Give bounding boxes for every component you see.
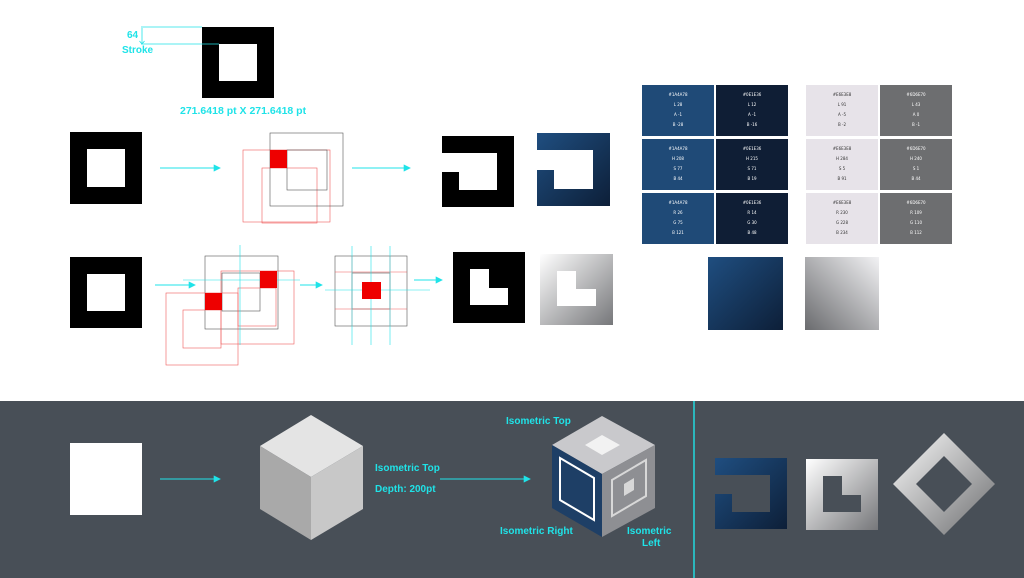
swatch-l2: A -5 [838,112,846,117]
color-swatch: #E6E3E8 H 284 S 5 B 91 [806,139,878,190]
swatch-l1: H 208 [672,156,684,161]
swatch-l3: B 48 [747,230,757,235]
row1-black-mark [442,136,514,207]
swatch-l2: G 110 [909,220,922,225]
swatch-l3: B -1 [911,122,920,127]
gray-cube [260,415,363,540]
iso-top-label-cube: Isometric Top [506,416,571,427]
color-swatch: #6D6E70 R 109 G 110 B 112 [880,193,952,244]
color-swatch: #1A4A78 H 208 S 77 B 44 [642,139,714,190]
iso-right-label: Isometric Right [500,526,573,537]
swatch-hex: #E6E3E8 [832,200,852,205]
swatch-l2: G 228 [835,220,848,225]
logo-cube [552,416,655,537]
swatch-hex: #E6E3E8 [832,146,852,151]
row2-red-center [362,282,381,299]
swatch-l3: B -16 [746,122,758,127]
iso-left-label-1: Isometric [627,526,672,537]
swatch-l2: S 5 [838,166,846,171]
color-swatch: #0E1E36 H 215 S 71 B 19 [716,139,788,190]
row2-guide-squares [165,245,300,366]
swatch-l3: B 91 [837,176,847,181]
swatch-l1: H 284 [836,156,848,161]
final-gray-mark [806,459,878,530]
stroke-label: Stroke [122,45,154,56]
dimensions-label: 271.6418 pt X 271.6418 pt [180,105,307,117]
color-swatch: #1A4A78 L 28 A -1 B -28 [642,85,714,136]
color-swatch: #0E1E36 R 14 G 30 B 48 [716,193,788,244]
swatch-hex: #6D6E70 [906,92,926,97]
navy-gradient-swatch [708,257,783,330]
swatch-l3: B -28 [672,122,684,127]
row2-gray-mark [540,254,613,325]
swatch-l2: S 71 [747,166,757,171]
row2-source-square [70,257,142,328]
color-swatch: #6D6E70 L 43 A 0 B -1 [880,85,952,136]
swatch-l3: B -2 [837,122,846,127]
row1-red-overlap [270,150,287,168]
swatch-hex: #1A4A78 [668,92,688,97]
swatch-l1: R 230 [836,210,848,215]
swatch-l3: B 121 [672,230,684,235]
swatch-l1: L 28 [673,102,683,107]
swatch-l1: L 12 [747,102,757,107]
color-swatch: #6D6E70 H 240 S 1 B 44 [880,139,952,190]
swatch-l1: R 26 [673,210,683,215]
final-diamond-mark [893,433,995,535]
gray-gradient-swatch [805,257,879,330]
iso-top-label-main: Isometric Top [375,463,440,474]
swatch-hex: #1A4A78 [668,146,688,151]
swatch-l3: B 112 [910,230,922,235]
color-swatch: #1A4A78 R 26 G 75 B 121 [642,193,714,244]
row2-black-mark [453,252,525,323]
swatch-l1: H 215 [746,156,758,161]
iso-left-label-2: Left [642,538,661,549]
swatch-hex: #6D6E70 [906,146,926,151]
swatch-l2: S 77 [673,166,683,171]
row1-navy-mark [537,133,610,206]
swatch-l2: A -1 [748,112,756,117]
swatch-l2: G 30 [747,220,757,225]
swatch-l3: B 44 [911,176,921,181]
depth-label: Depth: 200pt [375,484,436,495]
color-swatch: #0E1E36 L 12 A -1 B -16 [716,85,788,136]
row2-red-overlap-a [205,293,222,310]
row1-source-square [70,132,142,204]
white-square [70,443,142,515]
swatch-hex: #0E1E36 [742,146,762,151]
swatch-l3: B 44 [673,176,683,181]
swatch-l2: G 75 [673,220,683,225]
swatch-l1: H 240 [910,156,922,161]
color-swatch: #E6E3E8 L 91 A -5 B -2 [806,85,878,136]
stroke-value-label: 64 [127,30,139,41]
swatch-hex: #6D6E70 [906,200,926,205]
swatch-l1: R 14 [747,210,757,215]
swatch-l2: A -1 [674,112,682,117]
swatch-l2: A 0 [912,112,920,117]
swatch-hex: #1A4A78 [668,200,688,205]
final-navy-mark [715,458,787,529]
swatch-hex: #0E1E36 [742,92,762,97]
swatch-l3: B 234 [836,230,848,235]
swatch-hex: #0E1E36 [742,200,762,205]
swatch-l3: B 19 [747,176,757,181]
row2-red-overlap-b [260,271,277,288]
swatch-l1: L 43 [911,102,921,107]
swatch-l1: L 91 [837,102,847,107]
color-swatch: #E6E3E8 R 230 G 228 B 234 [806,193,878,244]
swatch-hex: #E6E3E8 [832,92,852,97]
swatch-l1: R 109 [910,210,922,215]
swatch-l2: S 1 [912,166,920,171]
